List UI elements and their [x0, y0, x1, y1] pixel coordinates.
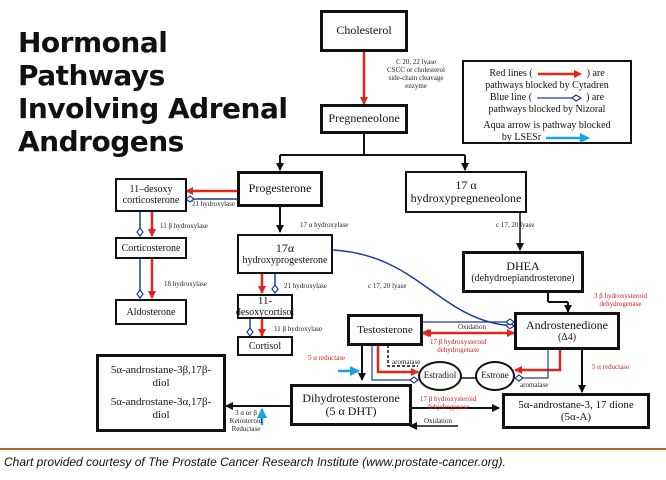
- node-desoxycortisol: 11- desoxycortisol: [235, 294, 295, 319]
- split-pregnenolone: [276, 134, 469, 171]
- node-cholesterol: Cholesterol: [320, 10, 408, 52]
- enzyme-17b-hsd: 17 β hydroxysteroid dehydrogenase: [430, 338, 487, 354]
- legend-blue-desc: pathways blocked by Nizoral: [488, 104, 606, 115]
- enzyme-21-hydroxylase-top: 21 hydroxylase: [192, 200, 235, 208]
- node-pregnenolone: Pregneneolone: [320, 104, 408, 134]
- node-androstane-diols: 5α-androstane-3β,17β- diol 5α-androstane…: [96, 354, 226, 432]
- legend-red-desc: pathways blocked by Cytadren: [485, 80, 609, 91]
- node-aldosterone: Aldosterone: [115, 299, 187, 325]
- arrow-testosterone-estradiol: [371, 345, 419, 384]
- arrow-dhea-androstenedione: [547, 292, 572, 313]
- legend-aqua-row-2: by LSESr: [470, 132, 624, 144]
- node-hydroxypregnenolone: 17 α hydroxypregneneolone: [405, 171, 527, 213]
- legend-blue-swatch: [537, 94, 583, 102]
- enzyme-c2022-lyase: C 20, 22 lyase CSCC or cholesterol side-…: [387, 58, 445, 90]
- title-line-1: Hormonal Pathways: [18, 26, 168, 92]
- arrowhead-left-testosterone: [422, 329, 431, 337]
- arrow-androstenedione-estrone: [514, 350, 562, 382]
- node-hydroxyprogesterone: 17α hydroxyprogesterone: [237, 234, 333, 274]
- enzyme-17b-hsd-low: 17 β hydroxysteroid dehydrogenase: [420, 395, 477, 411]
- enzyme-c1720-lyase-top: c 17, 20 lyase: [496, 221, 535, 229]
- node-androstenedione: Androstenedione (Δ4): [514, 312, 620, 350]
- legend: Red lines ( ) are pathways blocked by Cy…: [462, 60, 632, 144]
- node-dht: Dihydrotestosterone (5 α DHT): [290, 384, 412, 426]
- title-line-3: Androgens: [18, 125, 184, 158]
- node-testosterone: Testosterone: [347, 314, 423, 346]
- title-line-2: Involving Adrenal: [18, 92, 288, 125]
- enzyme-oxidation-bottom: Oxidation: [424, 417, 452, 425]
- page-title: Hormonal Pathways Involving Adrenal Andr…: [18, 26, 318, 158]
- node-estradiol: Estradiol: [418, 361, 462, 391]
- enzyme-ketosteroid-reductase: 3 α or β Ketosteroid Reductase: [229, 409, 263, 433]
- enzyme-oxidation-top: Oxidation: [458, 323, 486, 331]
- enzyme-aromatase-right: aromatase: [520, 381, 549, 389]
- node-estrone: Estrone: [475, 361, 515, 391]
- enzyme-11b-hydroxylase-top: 11 β hydroxylase: [160, 222, 209, 230]
- node-corticosterone: Corticosterone: [115, 237, 187, 259]
- enzyme-aromatase-left: aromatase: [392, 358, 421, 366]
- node-dhea: DHEA (dehydroepiandrosterone): [462, 251, 584, 293]
- enzyme-5a-reductase-left: 5 α reductase: [308, 354, 346, 362]
- node-progesterone: Progesterone: [237, 171, 323, 207]
- enzyme-3b-hsd: 3 β hydroxysteroid dehydrogenase: [594, 292, 647, 308]
- legend-red-row: Red lines ( ) are: [489, 68, 605, 79]
- legend-blue-row: Blue line ( ) are: [489, 92, 605, 103]
- enzyme-21-hydroxylase-mid: 21 hydroxylase: [284, 282, 327, 290]
- enzyme-17a-hydroxylase: 17 α hydroxylase: [300, 221, 349, 229]
- enzyme-18-hydroxylase: 18 hydroxylase: [164, 280, 207, 288]
- enzyme-11b-hydroxylase-mid: 11 β hydroxylase: [274, 325, 323, 333]
- node-desoxycorticosterone: 11–desoxy corticosterone: [115, 178, 187, 212]
- enzyme-5a-reductase-right: 5 α reductase: [592, 363, 630, 371]
- legend-aqua-row: Aqua arrow is pathway blocked: [483, 120, 611, 131]
- legend-red-swatch: [537, 70, 582, 78]
- enzyme-c1720-lyase-mid: c 17, 20 lyase: [368, 282, 407, 290]
- credit-footer: Chart provided courtesy of The Prostate …: [0, 448, 666, 469]
- node-androstane-dione: 5α-androstane-3, 17 dione (5α-A): [502, 393, 650, 429]
- node-cortisol: Cortisol: [237, 336, 293, 356]
- legend-aqua-swatch: [546, 133, 591, 143]
